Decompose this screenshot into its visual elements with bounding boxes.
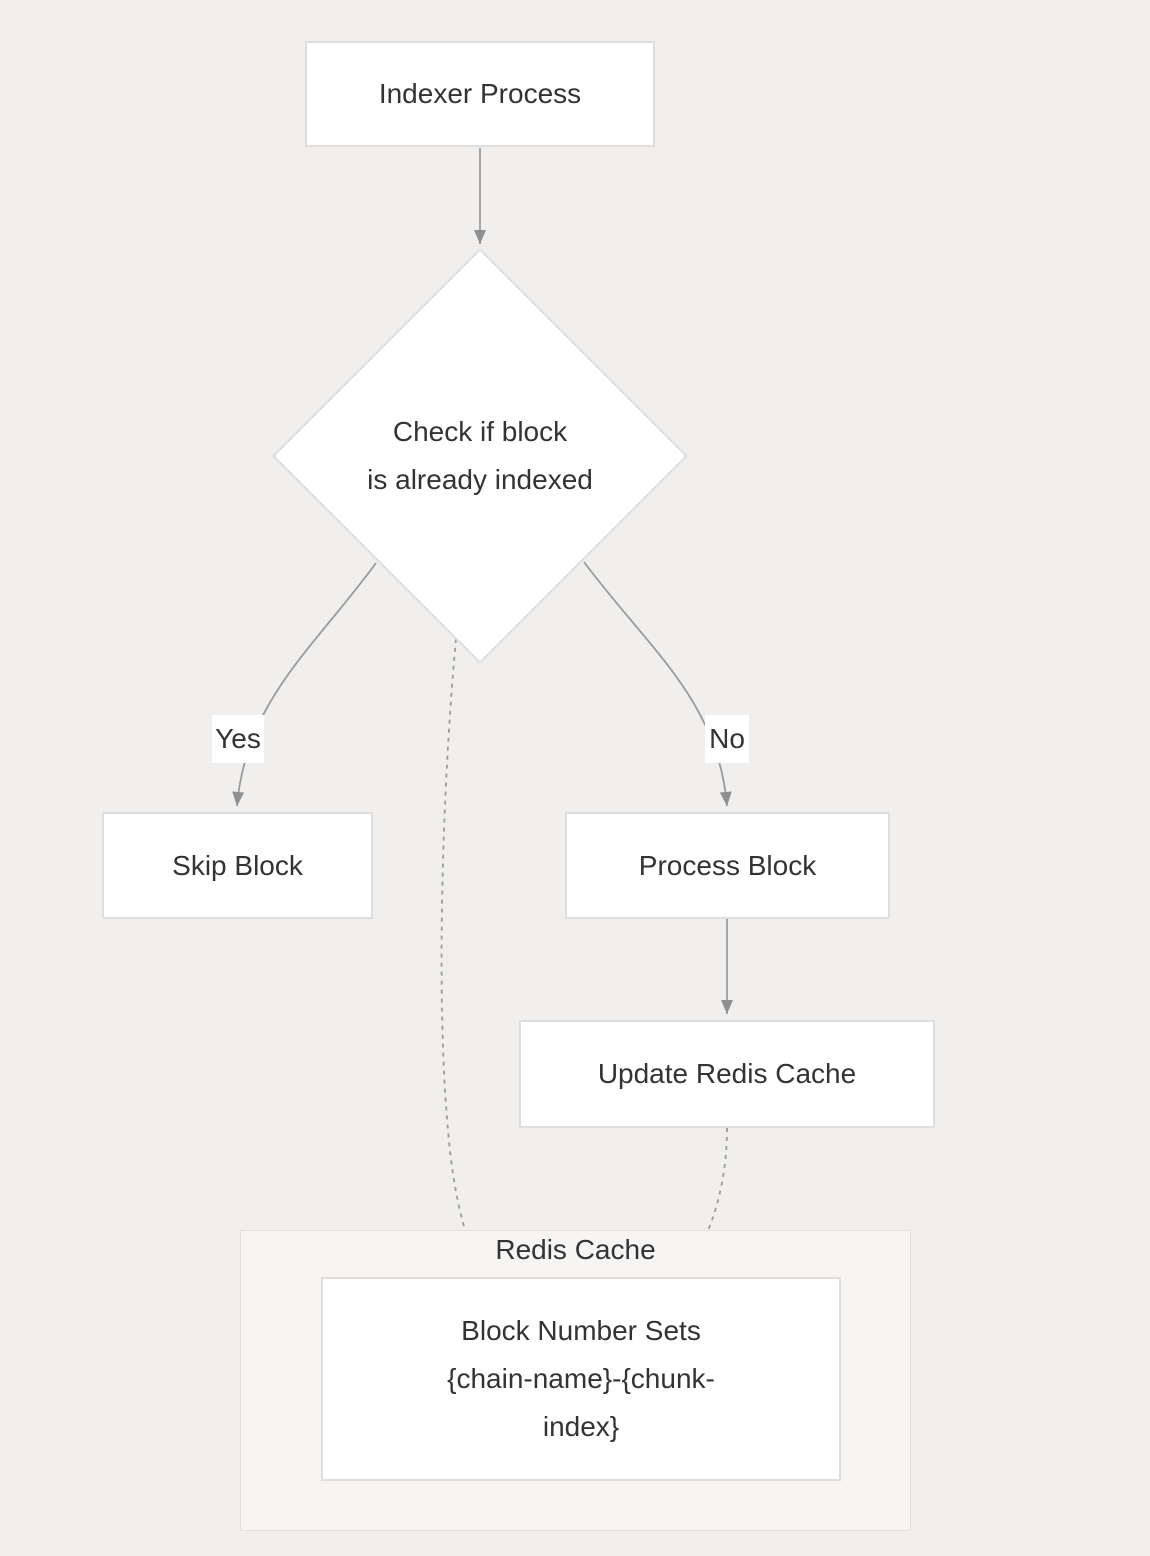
edge-check-to-cache-dashed (440, 638, 483, 1272)
node-process-block: Process Block (565, 812, 890, 919)
node-indexer-process-label: Indexer Process (378, 78, 582, 109)
node-indexer-process: Indexer Process (305, 41, 655, 147)
edge-check-to-skip-yes (232, 562, 377, 807)
node-skip-block: Skip Block (102, 812, 373, 919)
node-check-indexed-label: Check if block is already indexed (300, 408, 660, 504)
node-block-number-sets-line3: index} (542, 1411, 620, 1442)
node-block-number-sets-line1: Block Number Sets (461, 1315, 701, 1346)
edge-label-no: No (705, 715, 749, 763)
node-update-redis-cache-label: Update Redis Cache (597, 1058, 857, 1089)
node-skip-block-label: Skip Block (172, 849, 303, 881)
node-block-number-sets-line2: {chain-name}-{chunk- (447, 1363, 715, 1394)
node-check-indexed-line2: is already indexed (367, 464, 593, 495)
node-check-indexed-line1: Check if block (392, 416, 568, 447)
node-process-block-label: Process Block (638, 849, 817, 881)
node-block-number-sets: Block Number Sets {chain-name}-{chunk- i… (321, 1277, 841, 1481)
edge-label-yes: Yes (212, 715, 264, 763)
edge-check-to-process-no (583, 561, 732, 807)
node-update-redis-cache: Update Redis Cache (519, 1020, 935, 1128)
subgraph-redis-cache-title: Redis Cache (495, 1234, 656, 1265)
